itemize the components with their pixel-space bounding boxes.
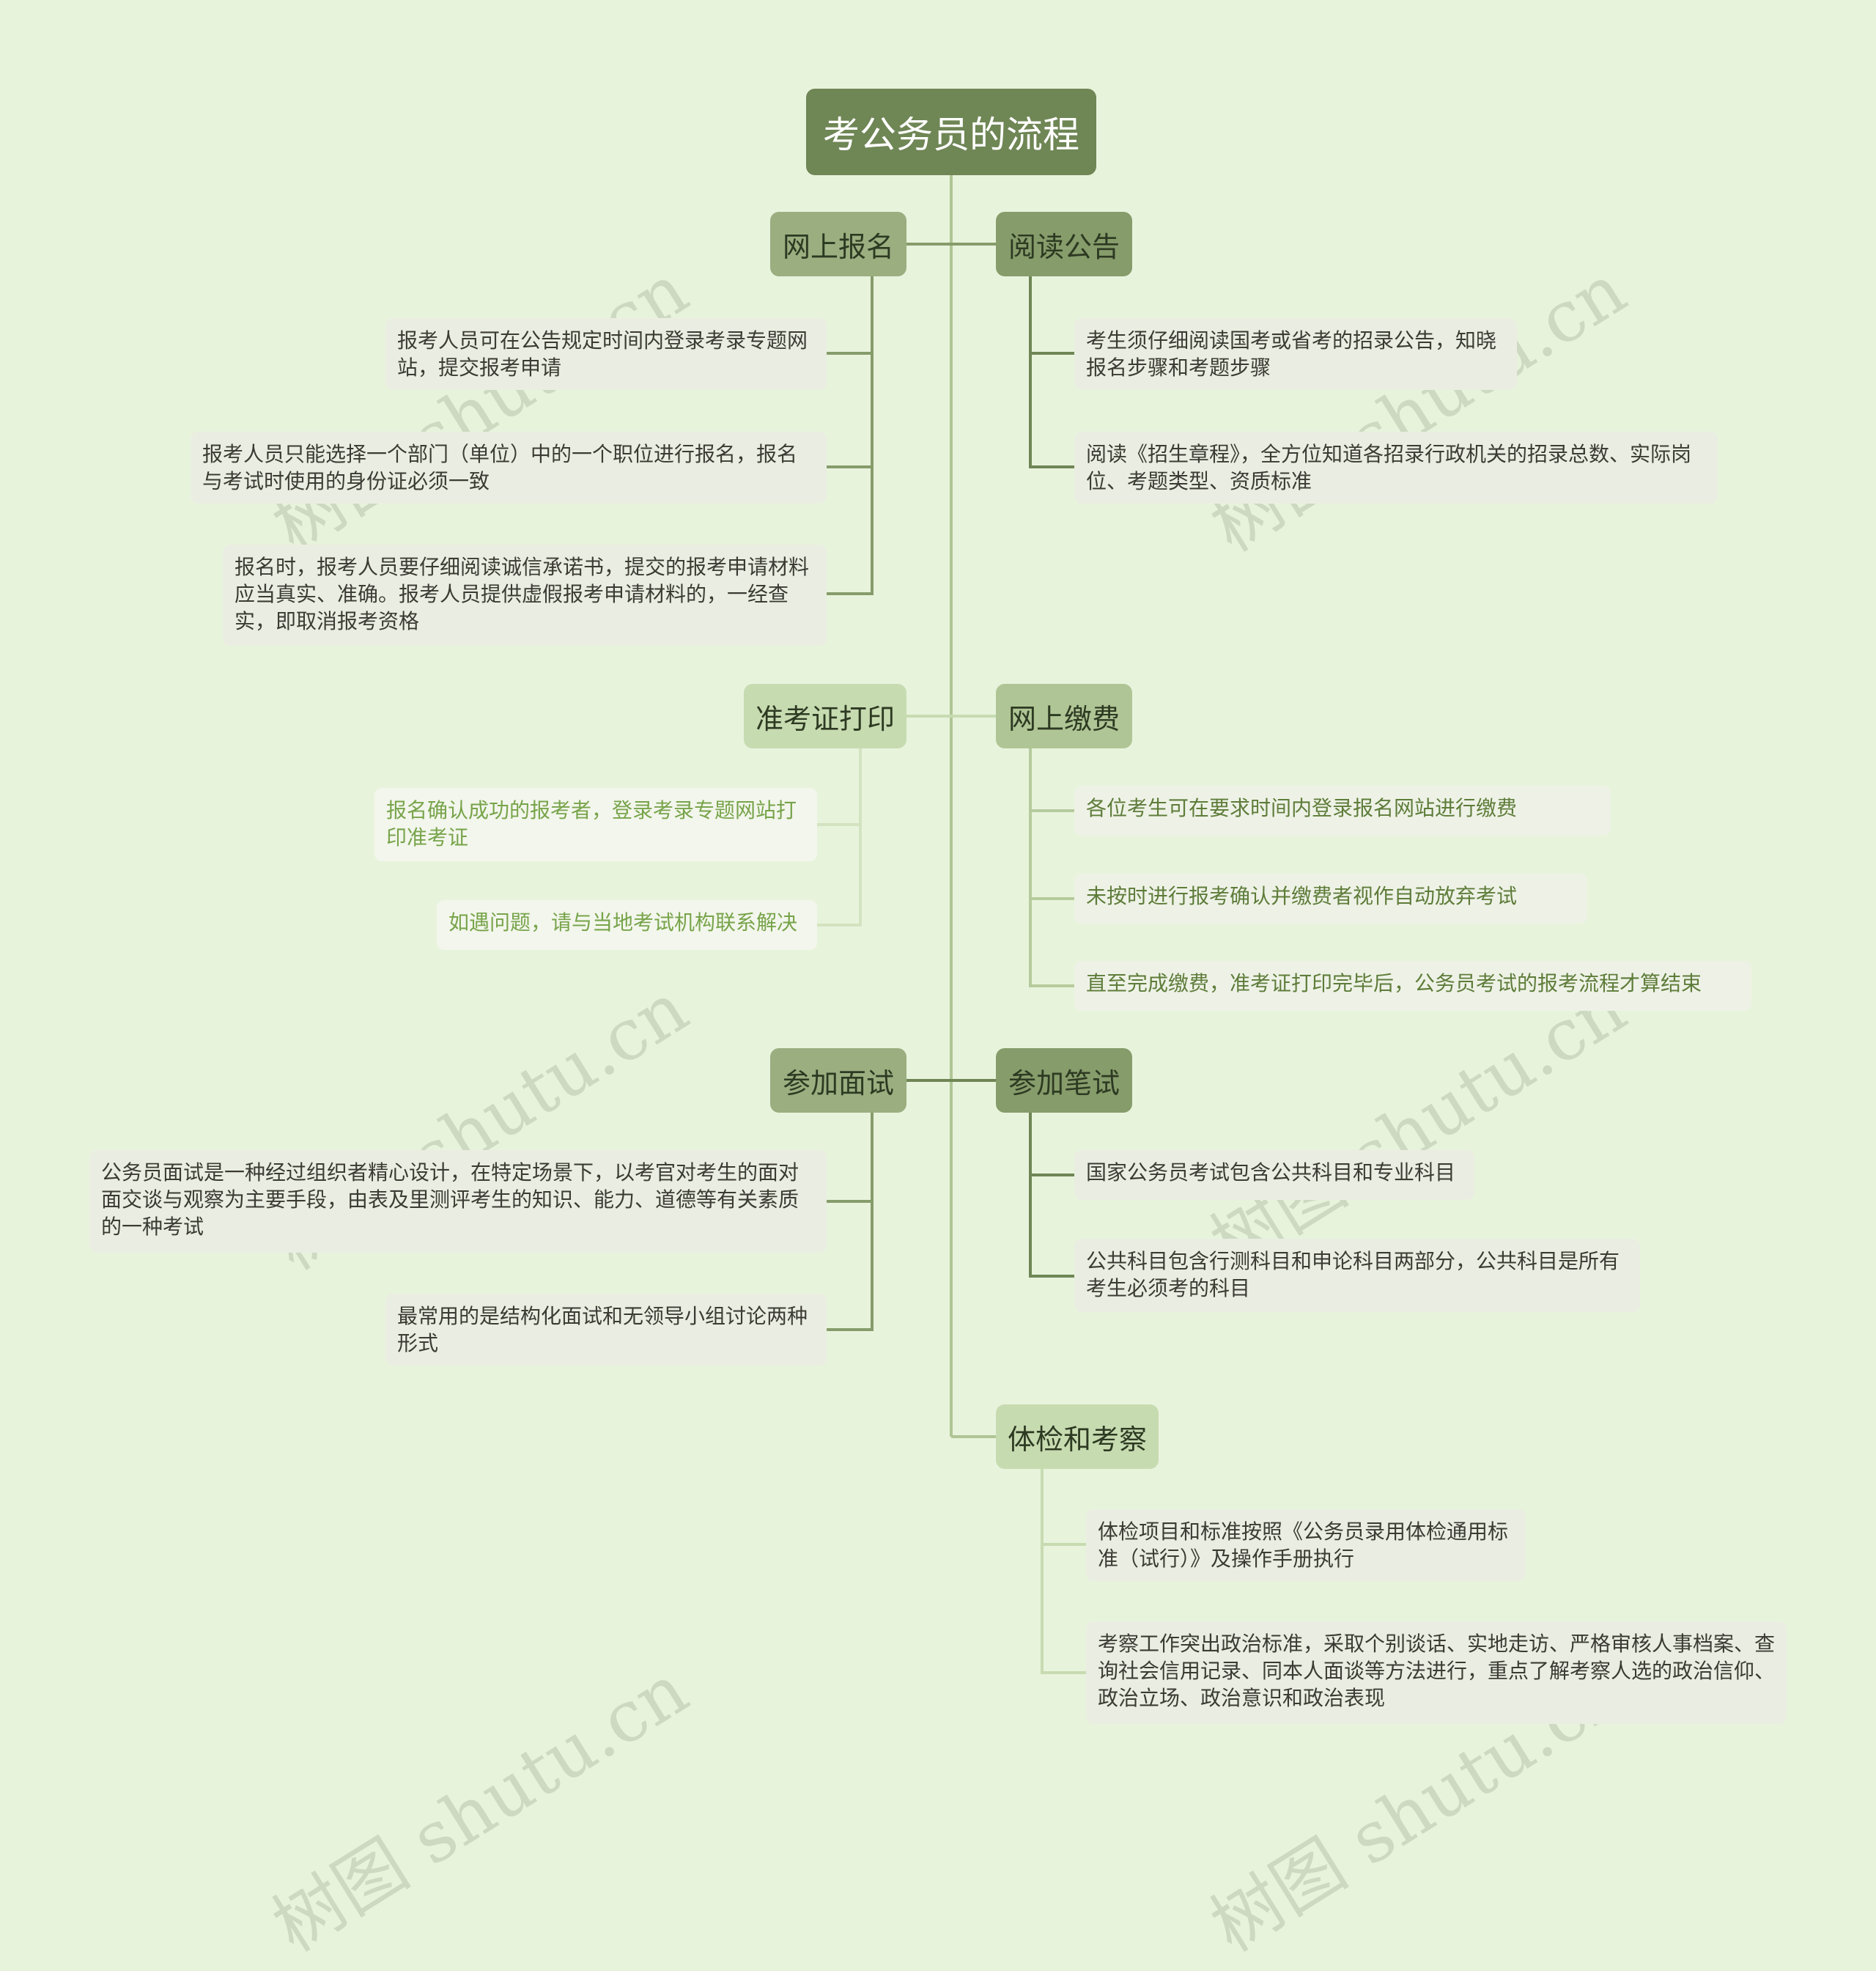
topic-read-notice[interactable]: 阅读公告	[996, 212, 1132, 276]
topic-print-ticket[interactable]: 准考证打印	[744, 684, 906, 748]
mind-map-canvas: 树图 shutu.cn 树图 shutu.cn 树图 shutu.cn 树图 s…	[89, 89, 1787, 1968]
topic-online-pay[interactable]: 网上缴费	[996, 684, 1132, 748]
leaf-pay-2[interactable]: 未按时进行报考确认并缴费者视作自动放弃考试	[1074, 874, 1587, 924]
leaf-written-2[interactable]: 公共科目包含行测科目和申论科目两部分，公共科目是所有考生必须考的科目	[1074, 1239, 1640, 1312]
leaf-interview-1[interactable]: 公务员面试是一种经过组织者精心设计，在特定场景下，以考官对考生的面对面交谈与观察…	[89, 1150, 827, 1253]
leaf-pay-1[interactable]: 各位考生可在要求时间内登录报名网站进行缴费	[1074, 786, 1611, 836]
leaf-ticket-1[interactable]: 报名确认成功的报考者，登录考录专题网站打印准考证	[374, 788, 817, 861]
leaf-written-1[interactable]: 国家公务员考试包含公共科目和专业科目	[1074, 1150, 1474, 1200]
leaf-pay-3[interactable]: 直至完成缴费，准考证打印完毕后，公务员考试的报考流程才算结束	[1074, 961, 1751, 1011]
leaf-ticket-2[interactable]: 如遇问题，请与当地考试机构联系解决	[437, 900, 817, 950]
connector-lines	[817, 175, 1086, 1674]
leaf-interview-2[interactable]: 最常用的是结构化面试和无领导小组讨论两种形式	[385, 1294, 827, 1366]
topic-online-register[interactable]: 网上报名	[770, 212, 906, 276]
topic-physical-exam[interactable]: 体检和考察	[996, 1404, 1159, 1469]
topic-written-exam[interactable]: 参加笔试	[996, 1048, 1132, 1113]
topic-interview[interactable]: 参加面试	[770, 1048, 906, 1113]
leaf-register-3[interactable]: 报名时，报考人员要仔细阅读诚信承诺书，提交的报考申请材料应当真实、准确。报考人员…	[223, 545, 827, 646]
root-topic[interactable]: 考公务员的流程	[806, 89, 1096, 175]
leaf-physical-2[interactable]: 考察工作突出政治标准，采取个别谈话、实地走访、严格审核人事档案、查询社会信用记录…	[1086, 1621, 1787, 1724]
leaf-register-2[interactable]: 报考人员只能选择一个部门（单位）中的一个职位进行报名，报名与考试时使用的身份证必…	[191, 432, 827, 504]
leaf-notice-1[interactable]: 考生须仔细阅读国考或省考的招录公告，知晓报名步骤和考题步骤	[1074, 318, 1517, 390]
leaf-physical-1[interactable]: 体检项目和标准按照《公务员录用体检通用标准（试行）》及操作手册执行	[1086, 1509, 1526, 1581]
leaf-notice-2[interactable]: 阅读《招生章程》，全方位知道各招录行政机关的招录总数、实际岗位、考题类型、资质标…	[1074, 432, 1718, 504]
leaf-register-1[interactable]: 报考人员可在公告规定时间内登录考录专题网站，提交报考申请	[385, 318, 827, 390]
